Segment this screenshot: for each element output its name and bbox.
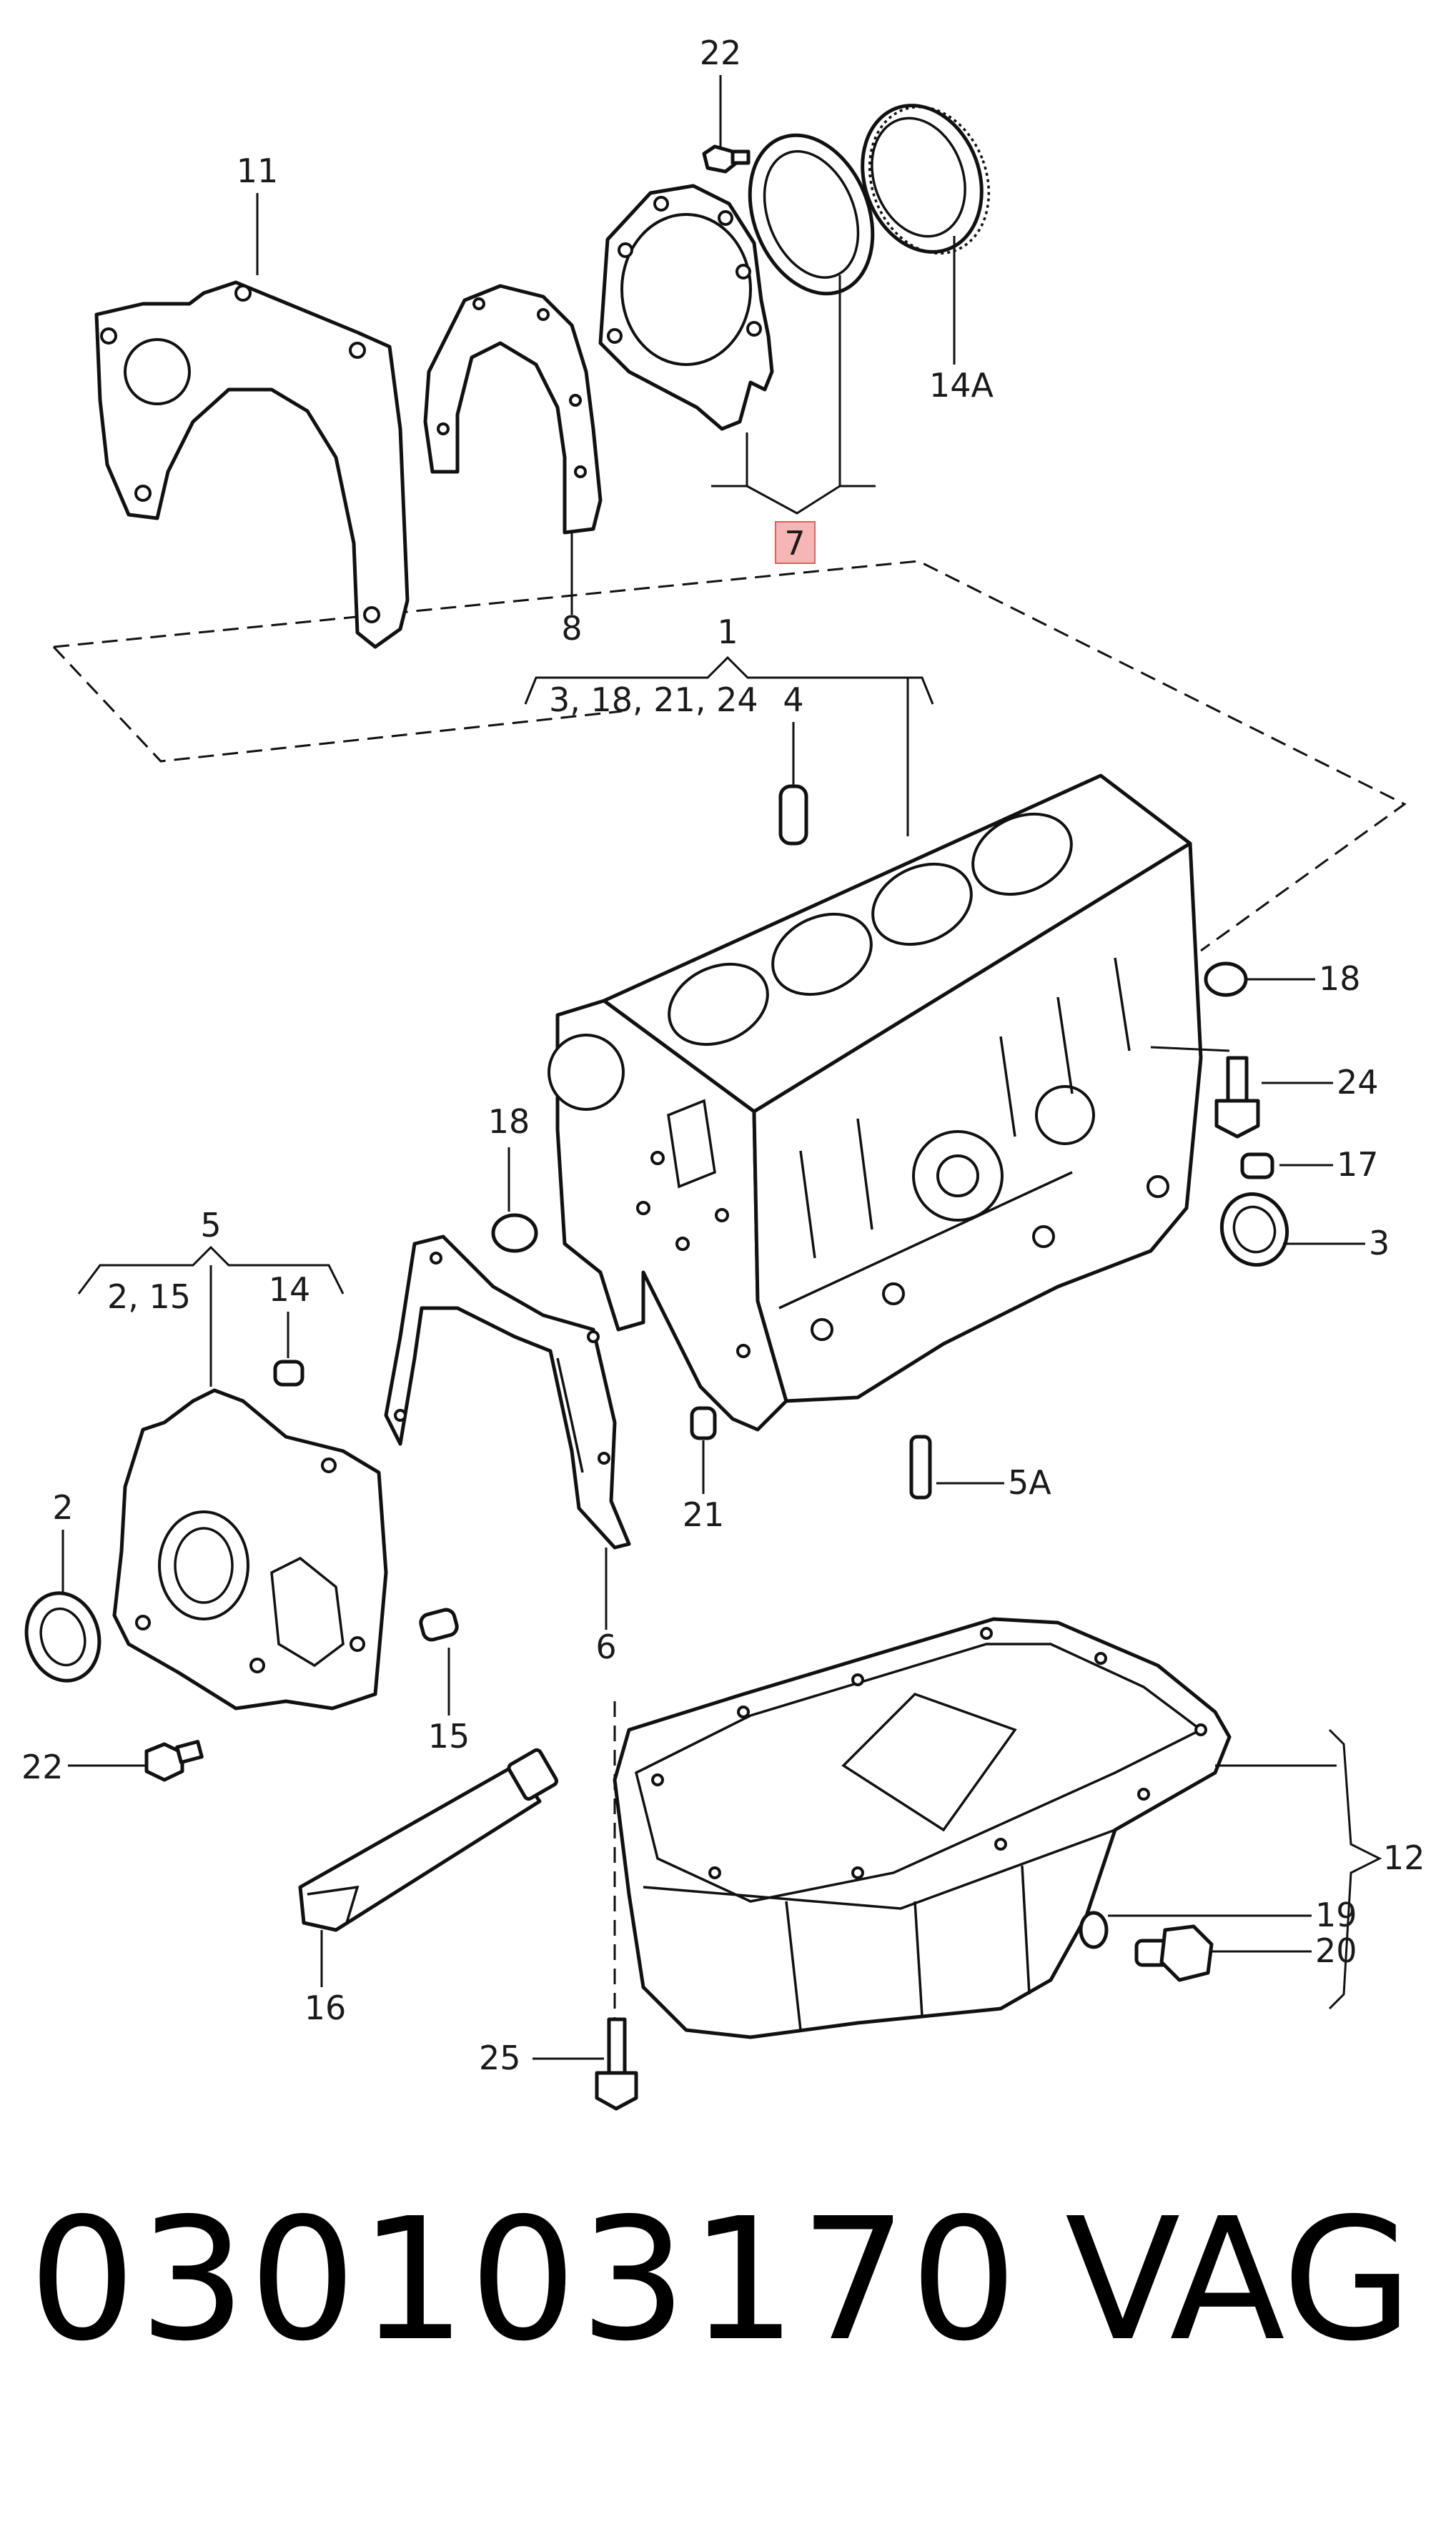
part-number-text: 030103170 [29, 2182, 1021, 2378]
part-8-rear-gasket [423, 284, 603, 535]
part-15-sleeve [419, 1608, 459, 1642]
part-3-seal-right [1219, 1192, 1289, 1267]
part-22-bolt-left [144, 1739, 204, 1782]
part-6-front-gasket [384, 1234, 631, 1550]
label-7-highlight [775, 521, 816, 564]
label-20: 20 [1315, 1931, 1357, 1970]
label-15: 15 [428, 1717, 470, 1756]
label-25: 25 [479, 2039, 521, 2077]
label-5: 5 [200, 1206, 221, 1244]
label-1: 1 [717, 613, 738, 651]
part-5-oil-pump-housing [112, 1388, 388, 1711]
footer: 030103170 VAG [0, 2173, 1456, 2387]
label-8: 8 [561, 609, 582, 648]
part-1-cylinder-block [548, 773, 1203, 1432]
part-5a-stud [909, 1435, 932, 1500]
label-17: 17 [1337, 1145, 1379, 1184]
label-1-sub: 3, 18, 21, 24 [549, 680, 758, 719]
label-12: 12 [1383, 1838, 1425, 1877]
label-6: 6 [595, 1628, 616, 1666]
part-21-dowel [690, 1406, 717, 1440]
label-19: 19 [1315, 1896, 1357, 1934]
label-3: 3 [1369, 1224, 1390, 1262]
part-7-seal-flange [598, 184, 774, 431]
label-11: 11 [237, 152, 279, 190]
part-11-rear-cover-plate [94, 280, 410, 649]
label-2: 2 [52, 1488, 73, 1527]
part-2-seal-left [24, 1591, 101, 1683]
part-14-sleeve [273, 1360, 304, 1387]
part-22-bolt-top [702, 144, 751, 174]
label-14a: 14A [929, 366, 994, 405]
part-12-oil-sump [613, 1617, 1232, 2039]
label-14: 14 [269, 1270, 311, 1309]
label-24: 24 [1337, 1063, 1379, 1102]
label-5a: 5A [1008, 1463, 1051, 1502]
label-18-right: 18 [1319, 959, 1361, 998]
part-18-plug-left [491, 1213, 538, 1253]
part-7-seal-ring [748, 133, 875, 296]
part-25-sump-bolt [595, 2017, 638, 2111]
brand-text: VAG [1065, 2182, 1413, 2378]
label-18-left: 18 [488, 1102, 530, 1141]
projection-dash-outline [52, 560, 1407, 952]
label-16: 16 [304, 1989, 347, 2027]
part-18-plug-right [1204, 961, 1248, 997]
part-17-sleeve [1240, 1152, 1274, 1179]
part-20-drain-plug [1134, 1924, 1214, 1982]
part-4-dowel-pin [778, 784, 808, 846]
label-21: 21 [683, 1495, 725, 1534]
part-19-seal-washer [1079, 1911, 1109, 1949]
part-24-bolt [1214, 1056, 1260, 1139]
label-4: 4 [783, 680, 803, 719]
part-16-sealant-tube [298, 1748, 558, 1932]
label-22-top: 22 [700, 34, 742, 72]
label-22-left: 22 [21, 1748, 64, 1786]
label-5-sub: 2, 15 [107, 1277, 191, 1316]
label-7: 7 [784, 524, 805, 563]
